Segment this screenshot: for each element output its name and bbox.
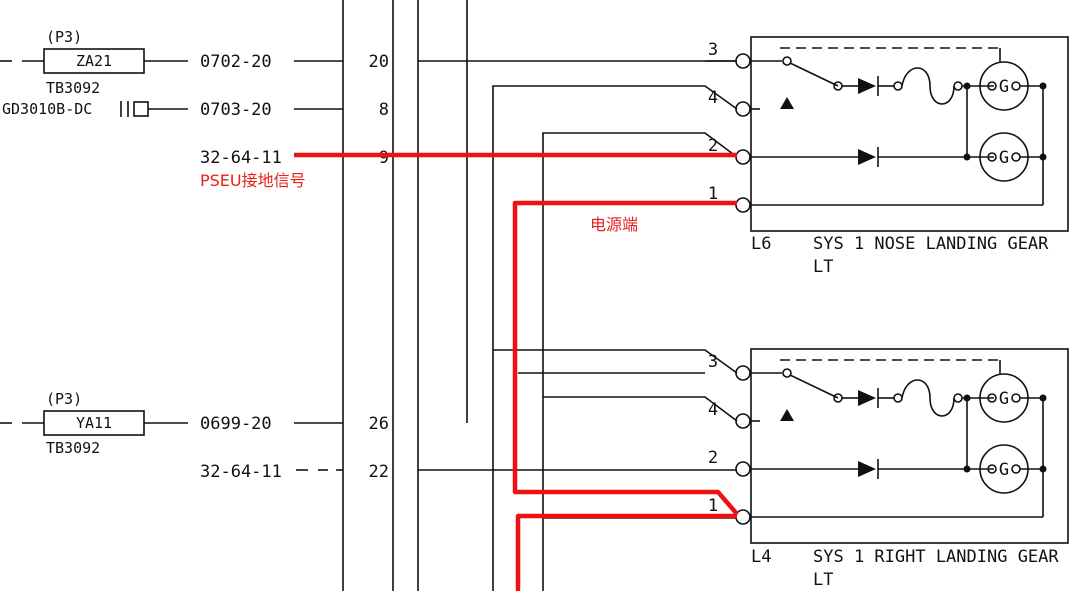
l6-diode-icon: [858, 78, 876, 94]
pin-number-22: 22: [369, 462, 389, 482]
l6-lamp-top-label: G: [999, 77, 1009, 97]
l4-pin-2: 2: [708, 448, 718, 468]
l6-terminal-2: [735, 149, 751, 165]
l6-switch-icon: [789, 62, 839, 87]
ya11-plug-label: (P3): [46, 390, 82, 408]
l4-terminal-3: [735, 365, 751, 381]
ground-terminal: GD3010B-DC: [2, 100, 188, 118]
l4-terminal-2: [735, 461, 751, 477]
l6-terminal-1: [735, 197, 751, 213]
l6-terminal-3: [735, 53, 751, 69]
za21-plug-label: (P3): [46, 28, 82, 46]
ground-label: GD3010B-DC: [2, 100, 92, 118]
wire-label-3264-bottom: 32-64-11: [200, 462, 282, 482]
l4-title-line1: SYS 1 RIGHT LANDING GEAR: [813, 547, 1059, 567]
wire-label-0703: 0703-20: [200, 100, 272, 120]
l4-diode-icon: [858, 390, 876, 406]
wire-label-3264-top: 32-64-11: [200, 148, 282, 168]
l4-terminal-4: [735, 413, 751, 429]
routing-wires: [418, 60, 738, 591]
power-path-upper: [512, 200, 739, 516]
l6-fuse-icon: [901, 67, 955, 105]
l6-lamp-bottom-label: G: [999, 148, 1009, 168]
wire-label-0702: 0702-20: [200, 52, 272, 72]
connector-ya11: (P3) YA11 TB3092: [0, 390, 188, 457]
l4-title-line2: LT: [813, 570, 833, 590]
l6-terminal-4: [735, 101, 751, 117]
connector-za21: (P3) ZA21 TB3092: [0, 28, 188, 97]
l4-pin-1: 1: [708, 496, 718, 516]
l6-arrow-icon: [780, 97, 794, 109]
power-path-lower: [515, 513, 737, 591]
l4-pin-4: 4: [708, 400, 718, 420]
pin-number-8: 8: [379, 100, 389, 120]
highlight-paths: [294, 152, 739, 591]
power-annotation: 电源端: [590, 215, 638, 234]
za21-block-label: TB3092: [46, 79, 100, 97]
l4-arrow-icon: [780, 409, 794, 421]
l6-pin-4: 4: [708, 88, 718, 108]
l4-fuse-icon: [901, 379, 955, 417]
pseu-ground-annotation: PSEU接地信号: [200, 171, 306, 190]
l6-id: L6: [751, 234, 771, 254]
l6-title-line2: LT: [813, 257, 833, 277]
light-l4: 3 4 2 1 G G: [708, 348, 1069, 590]
l6-pin-1: 1: [708, 184, 718, 204]
l4-lamp-top-label: G: [999, 389, 1009, 409]
l6-pin-3: 3: [708, 40, 718, 60]
ya11-name: YA11: [76, 414, 112, 432]
light-l6: 3 4 2 1 G: [708, 36, 1069, 277]
l4-lamp-bottom-label: G: [999, 460, 1009, 480]
wire-label-0699: 0699-20: [200, 414, 272, 434]
l6-title-line1: SYS 1 NOSE LANDING GEAR: [813, 234, 1049, 254]
l6-pin-2: 2: [708, 136, 718, 156]
l4-id: L4: [751, 547, 771, 567]
bus-bars: [342, 0, 468, 591]
l6-diode2-icon: [858, 149, 876, 165]
pin-number-20: 20: [369, 52, 389, 72]
l4-switch-icon: [789, 374, 839, 399]
pin-number-26: 26: [369, 414, 389, 434]
l4-diode2-icon: [858, 461, 876, 477]
ya11-block-label: TB3092: [46, 439, 100, 457]
pin-number-9: 9: [379, 148, 389, 168]
l4-pin-3: 3: [708, 352, 718, 372]
za21-name: ZA21: [76, 52, 112, 70]
